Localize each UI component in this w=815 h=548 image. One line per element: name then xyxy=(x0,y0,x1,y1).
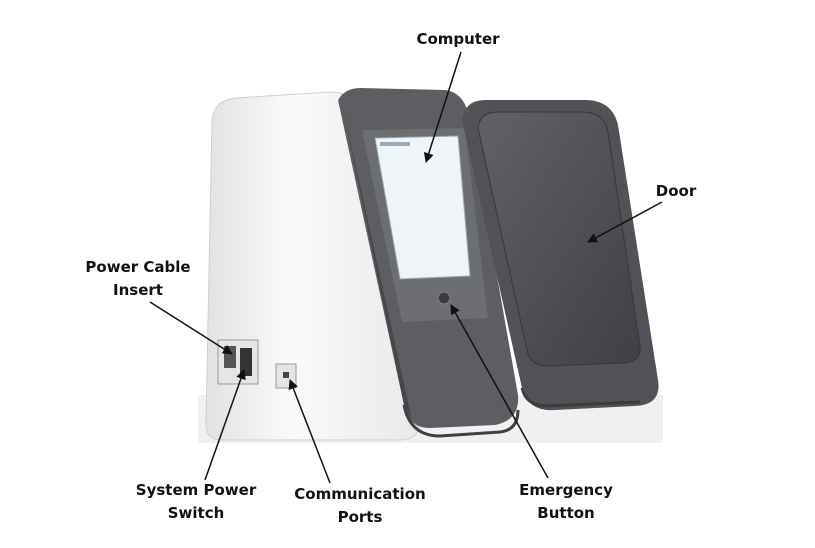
device-body xyxy=(205,88,520,441)
svg-text:Power Cable: Power Cable xyxy=(85,258,190,276)
label-door: Door xyxy=(587,182,697,243)
computer-screen xyxy=(374,135,471,280)
power-module xyxy=(217,339,259,385)
svg-text:Switch: Switch xyxy=(168,504,225,522)
system-power-switch[interactable] xyxy=(240,348,252,376)
svg-text:Ports: Ports xyxy=(338,508,383,526)
svg-text:System Power: System Power xyxy=(136,481,257,499)
label-emergency-button: Emergency Button xyxy=(450,304,613,522)
emergency-button[interactable] xyxy=(437,291,451,305)
label-communication-ports: Communication Ports xyxy=(288,379,426,526)
svg-text:Door: Door xyxy=(656,182,697,200)
screen-toolbar xyxy=(380,142,410,146)
svg-text:Button: Button xyxy=(537,504,594,522)
label-system-power-switch: System Power Switch xyxy=(136,369,257,522)
svg-text:Computer: Computer xyxy=(416,30,500,48)
label-power-cable-insert: Power Cable Insert xyxy=(85,258,233,355)
svg-text:Insert: Insert xyxy=(113,281,163,299)
svg-text:Communication: Communication xyxy=(294,485,425,503)
door-unit xyxy=(462,100,659,411)
door[interactable] xyxy=(477,111,641,367)
svg-text:Emergency: Emergency xyxy=(519,481,613,499)
label-computer: Computer xyxy=(416,30,500,163)
